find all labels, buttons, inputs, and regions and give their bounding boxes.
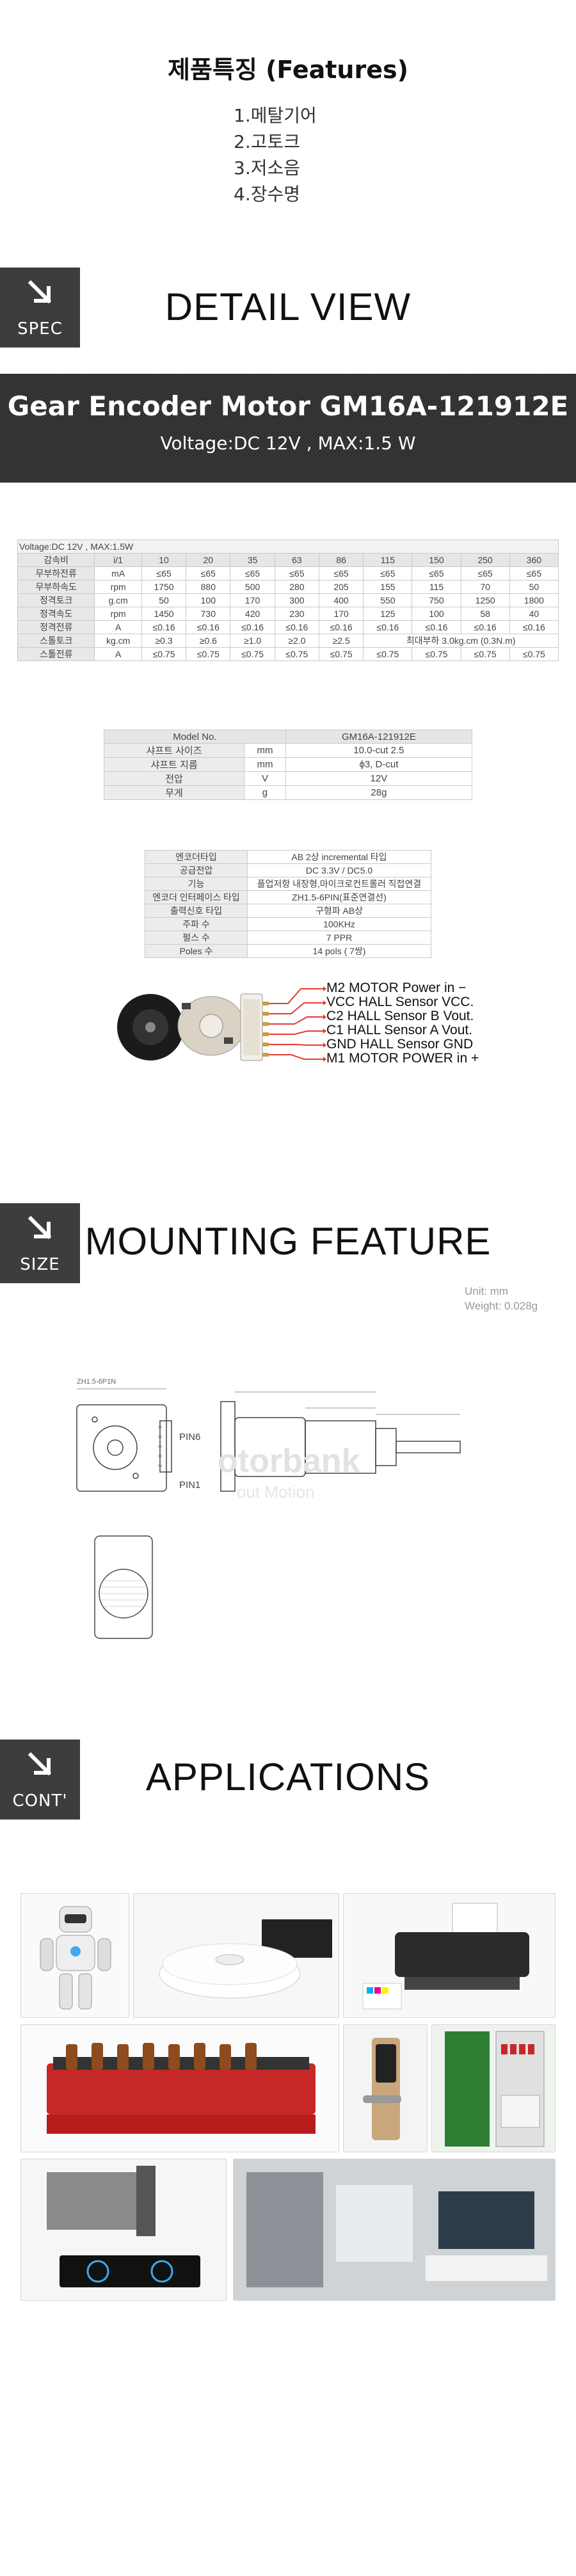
encoder-board-image — [117, 986, 326, 1062]
grill-image — [20, 2024, 339, 2152]
spec-table: Voltage:DC 12V , MAX:1.5W 감속비 i/1 10 20 … — [17, 540, 559, 661]
features-title: 제품특징 (Features) — [168, 56, 408, 84]
banner-title: Gear Encoder Motor GM16A-121912E — [7, 390, 569, 422]
size-tab: SIZE — [0, 1203, 80, 1283]
watermark-text: otorbank — [218, 1443, 360, 1480]
cont-tab-label: CONT' — [12, 1791, 68, 1811]
smart-home-image — [233, 2159, 556, 2301]
pin1-label: PIN1 — [179, 1480, 200, 1491]
unit-note: Unit: mm Weight: 0.028g — [465, 1284, 538, 1313]
wire-label: C2 HALL Sensor B Vout. — [326, 1009, 474, 1023]
wire-label-list: M2 MOTOR Power in − VCC HALL Sensor VCC.… — [326, 981, 479, 1066]
model-table-header: Model No. GM16A-121912E — [104, 730, 473, 744]
feature-item: 4.장수명 — [234, 184, 300, 205]
encoder-wiring: M2 MOTOR Power in − VCC HALL Sensor VCC.… — [115, 976, 486, 1075]
pin6-label: PIN6 — [179, 1432, 200, 1443]
wire-label: C1 HALL Sensor A Vout. — [326, 1023, 473, 1037]
door-lock-image — [343, 2024, 428, 2152]
size-tab-label: SIZE — [20, 1255, 60, 1274]
wire-label: GND HALL Sensor GND — [326, 1037, 474, 1052]
mounting-feature-title: MOUNTING FEATURE — [84, 1220, 492, 1263]
feature-item: 2.고토크 — [234, 131, 300, 152]
spec-tab: SPEC — [0, 268, 80, 348]
weight-text: Weight: 0.028g — [465, 1300, 538, 1312]
arrow-down-right-icon — [28, 1752, 52, 1776]
applications-title: APPLICATIONS — [145, 1756, 431, 1798]
robot-image — [20, 1893, 129, 2018]
mounting-drawing: ZH1.5-6P1N PIN6 PIN1 otorbank out Motion — [64, 1344, 525, 1651]
spec-table-header: 감속비 i/1 10 20 35 63 86 115 150 250 360 — [17, 553, 559, 567]
detail-view-title: DETAIL VIEW — [164, 285, 412, 328]
wire-label: M1 MOTOR POWER in + — [326, 1051, 479, 1066]
feature-item: 3.저소음 — [234, 157, 300, 179]
features-list: 1.메탈기어 2.고토크 3.저소음 4.장수명 — [234, 102, 317, 207]
product-banner: Gear Encoder Motor GM16A-121912E Voltage… — [0, 374, 576, 483]
wire-label: M2 MOTOR Power in − — [326, 980, 467, 995]
cont-tab: CONT' — [0, 1740, 80, 1820]
spec-tab-label: SPEC — [17, 319, 63, 339]
range-hood-image — [20, 2159, 227, 2301]
banner-subtitle: Voltage:DC 12V , MAX:1.5 W — [160, 433, 416, 454]
printer-image — [343, 1893, 556, 2018]
wire-label: VCC HALL Sensor VCC. — [326, 995, 474, 1009]
watermark-sub: out Motion — [237, 1482, 314, 1501]
arrow-down-right-icon — [28, 280, 52, 304]
unit-text: Unit: mm — [465, 1285, 508, 1297]
vending-machine-image — [431, 2024, 556, 2152]
robot-vacuum-image — [133, 1893, 339, 2018]
feature-item: 1.메탈기어 — [234, 105, 317, 126]
connector-label: ZH1.5-6P1N — [77, 1378, 116, 1386]
dimension-drawing: ZH1.5-6P1N PIN6 PIN1 otorbank out Motion — [76, 1378, 461, 1639]
spec-table-caption: Voltage:DC 12V , MAX:1.5W — [17, 540, 559, 554]
arrow-down-right-icon — [28, 1215, 52, 1240]
